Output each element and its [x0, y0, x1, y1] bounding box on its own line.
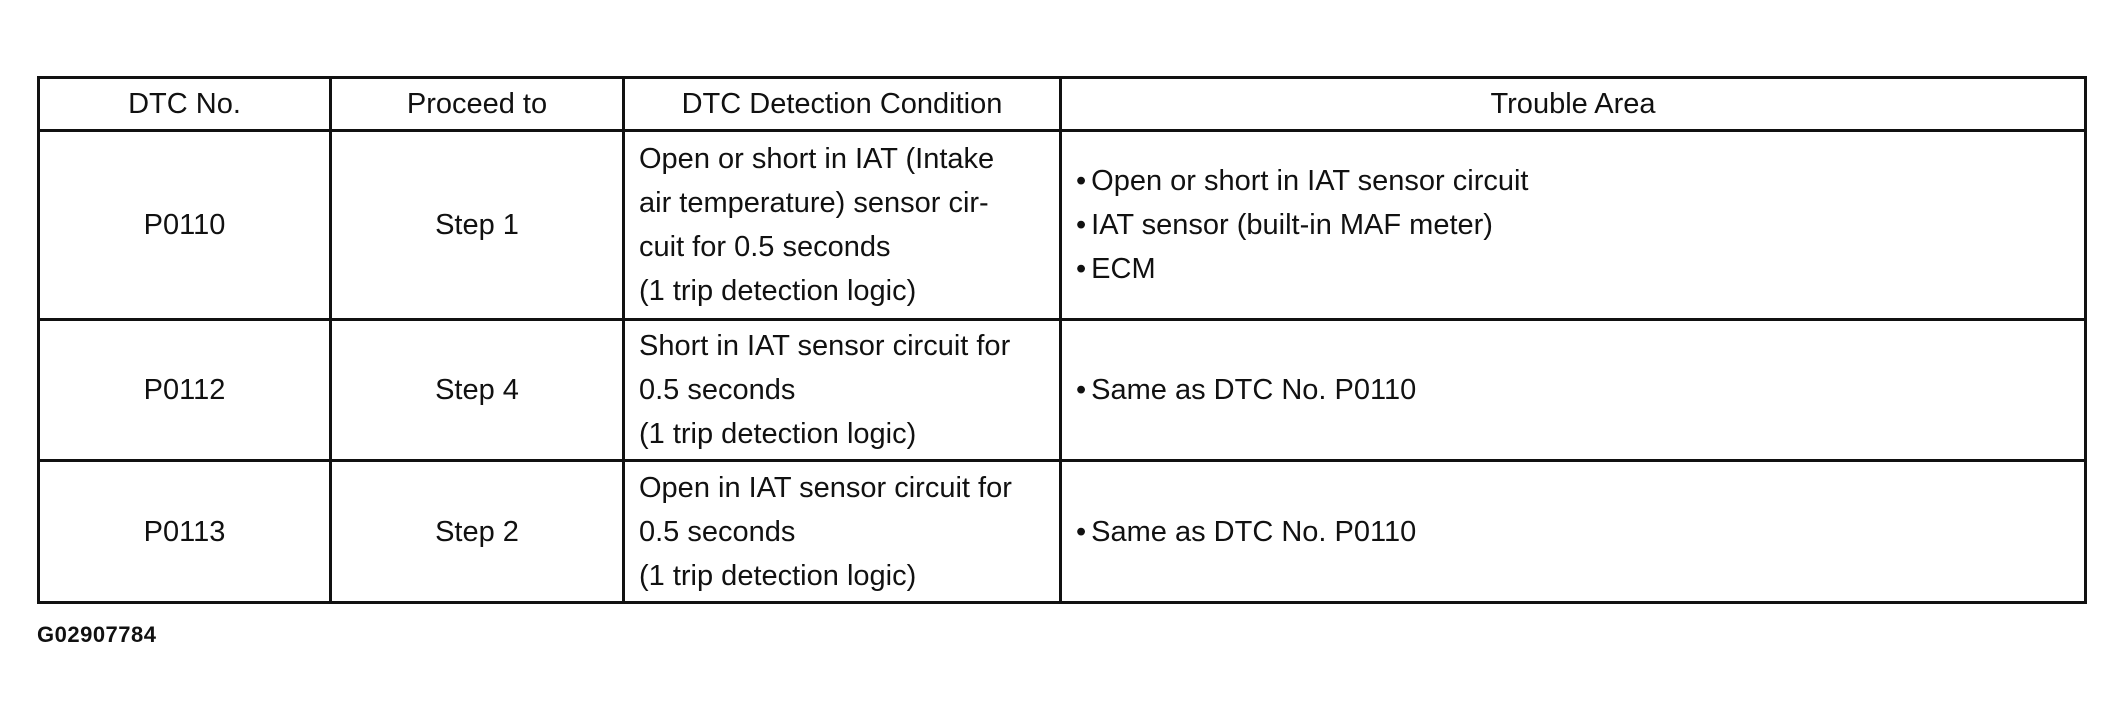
dtc-code: P0110: [37, 129, 332, 321]
detection-condition: Short in IAT sensor circuit for 0.5 seco…: [622, 318, 1062, 462]
header-trouble-area: Trouble Area: [1059, 76, 2087, 132]
proceed-step: Step 2: [329, 459, 625, 604]
header-dtc-no: DTC No.: [37, 76, 332, 132]
condition-line: (1 trip detection logic): [639, 418, 917, 450]
dtc-code: P0113: [37, 459, 332, 604]
header-row: DTC No. Proceed to DTC Detection Conditi…: [37, 76, 2087, 132]
table-body: P0110 Step 1 Open or short in IAT (Intak…: [37, 129, 2087, 604]
dtc-code: P0112: [37, 318, 332, 462]
condition-line: Open or short in IAT (Intake: [639, 143, 995, 175]
proceed-step: Step 1: [329, 129, 625, 321]
trouble-area-item: Open or short in IAT sensor circuit: [1076, 159, 2084, 203]
condition-line: (1 trip detection logic): [639, 559, 917, 592]
table-header: DTC No. Proceed to DTC Detection Conditi…: [37, 76, 2087, 132]
proceed-step: Step 4: [329, 318, 625, 462]
trouble-area-item: Same as DTC No. P0110: [1076, 368, 2084, 412]
table-row: P0110 Step 1 Open or short in IAT (Intak…: [37, 129, 2087, 321]
condition-line: 0.5 seconds: [639, 374, 796, 406]
trouble-area: Open or short in IAT sensor circuit IAT …: [1059, 129, 2087, 321]
table-row: P0112 Step 4 Short in IAT sensor circuit…: [37, 318, 2087, 462]
condition-line: air temperature) sensor cir-: [639, 187, 989, 219]
trouble-area: Same as DTC No. P0110: [1059, 318, 2087, 462]
condition-line: cuit for 0.5 seconds: [639, 231, 891, 263]
dtc-table: DTC No. Proceed to DTC Detection Conditi…: [37, 76, 2087, 604]
condition-line: (1 trip detection logic): [639, 275, 917, 307]
figure-id: G02907784: [37, 622, 157, 647]
table-row: P0113 Step 2 Open in IAT sensor circuit …: [37, 459, 2087, 604]
condition-line: Open in IAT sensor circuit for: [639, 471, 1012, 504]
condition-line: 0.5 seconds: [639, 515, 796, 548]
trouble-area-item: ECM: [1076, 247, 2084, 291]
condition-line: Short in IAT sensor circuit for: [639, 330, 1011, 362]
header-detection-condition: DTC Detection Condition: [622, 76, 1062, 132]
detection-condition: Open in IAT sensor circuit for 0.5 secon…: [622, 459, 1062, 604]
trouble-area: Same as DTC No. P0110: [1059, 459, 2087, 604]
trouble-area-item: Same as DTC No. P0110: [1076, 510, 2084, 554]
trouble-area-item: IAT sensor (built-in MAF meter): [1076, 203, 2084, 247]
detection-condition: Open or short in IAT (Intake air tempera…: [622, 129, 1062, 321]
header-proceed-to: Proceed to: [329, 76, 625, 132]
